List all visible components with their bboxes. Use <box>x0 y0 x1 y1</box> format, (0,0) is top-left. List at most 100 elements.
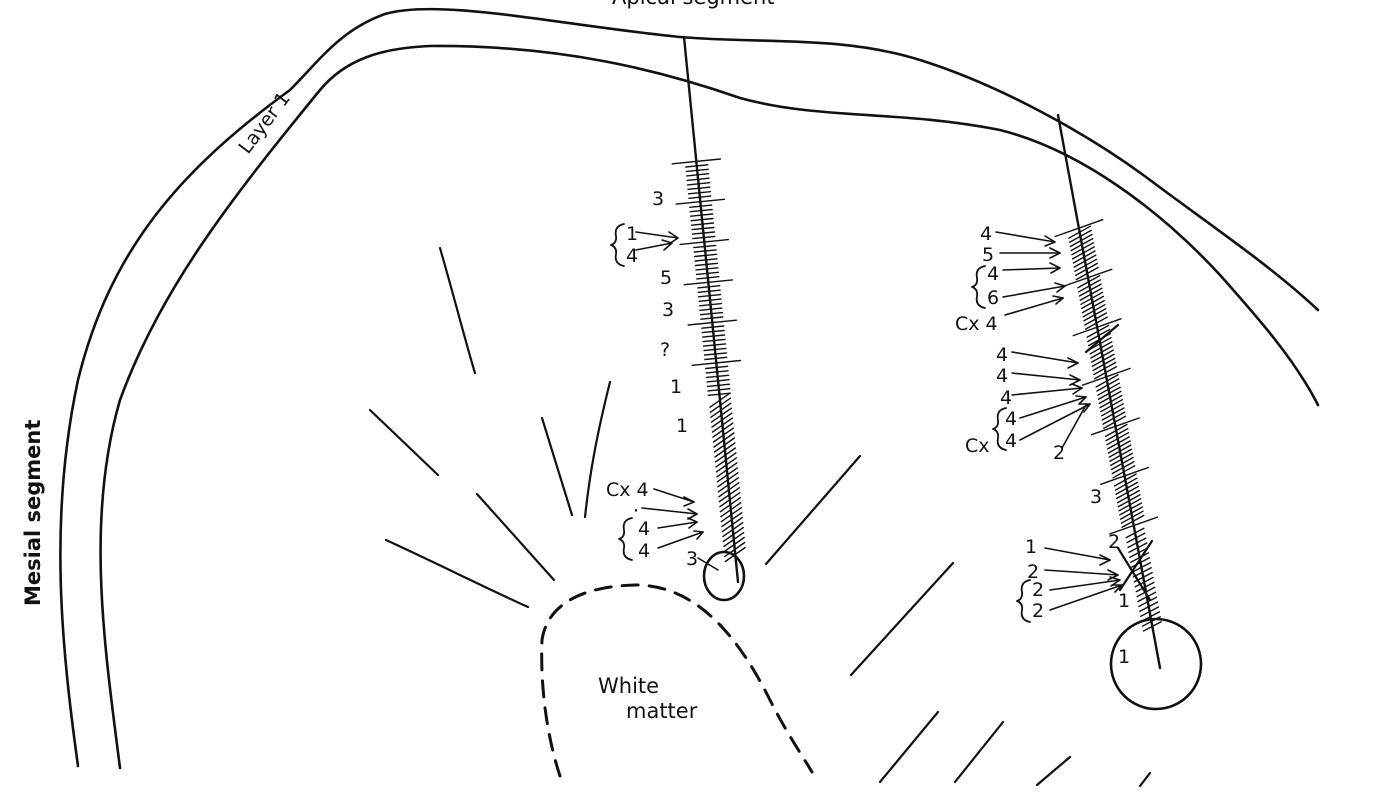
hatch-mark <box>1093 361 1117 376</box>
hatch-mark <box>1078 283 1102 297</box>
hatch-mark <box>711 412 733 428</box>
hatch-mark <box>1106 432 1130 446</box>
hatch-mark <box>1075 266 1099 281</box>
hatch-mark <box>718 487 740 503</box>
hatch-mark <box>691 359 742 366</box>
hatch-mark <box>1090 349 1115 363</box>
hatch-mark <box>724 541 746 558</box>
hatch-mark <box>1134 576 1154 588</box>
track-a-mark: 4 <box>638 518 650 540</box>
hatch-mark <box>687 190 712 195</box>
hatch-mark <box>717 477 739 493</box>
hatch-mark <box>697 285 721 289</box>
hatch-mark <box>1072 250 1096 264</box>
hatch-mark <box>1090 345 1114 359</box>
hatch-mark <box>1081 299 1105 314</box>
hatch-mark <box>1088 337 1112 351</box>
hatch-mark <box>702 338 726 343</box>
hatch-mark <box>1084 316 1108 330</box>
hatch-mark <box>685 168 709 173</box>
hatch-mark <box>1107 440 1131 454</box>
hatch-mark <box>1113 473 1137 487</box>
track-b-mark: 3 <box>1090 486 1102 508</box>
hatch-mark <box>696 276 720 280</box>
layer-1-boundary-line <box>99 44 1320 770</box>
hatch-mark <box>716 467 738 483</box>
hatch-mark <box>1081 295 1105 310</box>
hatch-mark <box>710 402 732 418</box>
hatch-mark <box>695 271 720 276</box>
hatch-mark <box>679 238 730 246</box>
hatch-mark <box>1135 581 1155 593</box>
hatch-mark <box>719 492 741 508</box>
hatch-mark <box>1074 258 1098 272</box>
hatch-mark <box>694 258 718 262</box>
hatch-mark <box>701 329 725 334</box>
hatch-mark <box>702 343 727 347</box>
hatch-mark <box>689 208 713 213</box>
hatch-mark <box>717 472 739 488</box>
track-a-mark: · <box>633 500 639 522</box>
hatch-mark <box>716 462 738 478</box>
label-white-matter-1: White <box>598 674 659 698</box>
track-b-mark: Cx 4 <box>955 313 998 335</box>
hatch-mark <box>685 164 709 168</box>
track-b-mark: 6 <box>987 287 999 309</box>
label-layer-1: Layer 1 <box>234 88 294 158</box>
hatch-mark <box>695 267 719 271</box>
hatch-mark <box>715 452 737 468</box>
hatch-mark <box>706 379 730 383</box>
hatch-mark <box>723 536 745 553</box>
hatch-mark <box>1115 481 1139 495</box>
hatch-mark <box>1141 616 1162 627</box>
track-b-mark: Cx <box>965 435 990 457</box>
hatch-mark <box>724 546 746 563</box>
hatch-mark <box>1140 606 1160 617</box>
hatch-mark <box>701 325 725 329</box>
hatch-mark <box>686 181 711 186</box>
track-a-mark: 1 <box>670 376 682 398</box>
electrode-track-b <box>1056 113 1162 670</box>
hatch-mark <box>705 370 729 374</box>
hatch-mark <box>1132 567 1152 578</box>
track-b-mark: 4 <box>1000 387 1012 409</box>
hatch-mark <box>700 316 724 320</box>
hatch-mark <box>1109 448 1133 462</box>
hatch-mark <box>1074 262 1099 277</box>
hatch-mark <box>707 392 731 396</box>
track-b-hatching <box>1054 218 1162 632</box>
hatch-mark <box>720 502 742 518</box>
hatch-mark <box>1095 374 1119 388</box>
hatch-mark <box>1129 547 1149 558</box>
hatch-mark <box>1111 461 1135 475</box>
hatch-mark <box>1089 341 1113 355</box>
hatch-mark <box>720 507 742 523</box>
hatch-mark <box>706 374 730 379</box>
hatch-mark <box>1121 514 1145 528</box>
hatch-mark <box>1054 218 1104 238</box>
hatch-mark <box>693 249 717 253</box>
hatch-mark <box>1097 382 1121 396</box>
track-b-mark: 1 <box>1118 590 1130 612</box>
hatch-mark <box>1097 386 1121 400</box>
track-b-mark: 4 <box>987 263 999 285</box>
hatch-mark <box>1116 489 1140 504</box>
hatch-mark <box>1128 542 1148 553</box>
hatch-mark <box>1083 308 1107 322</box>
hatch-mark <box>709 392 731 408</box>
hatch-mark <box>1098 390 1122 405</box>
hatch-mark <box>719 497 741 513</box>
hatch-mark <box>1086 324 1110 338</box>
hatch-mark <box>1106 436 1131 450</box>
track-b-mark: 1 <box>1118 646 1130 668</box>
hatch-mark <box>712 427 735 443</box>
hatch-mark <box>1109 516 1159 535</box>
fibre-lines <box>368 246 1152 788</box>
hatch-mark <box>1091 353 1115 367</box>
hatch-mark <box>691 231 716 235</box>
hatch-mark <box>1118 498 1142 512</box>
hatch-mark <box>687 186 711 191</box>
hatch-mark <box>703 347 727 352</box>
hatch-mark <box>694 253 718 258</box>
track-b-mark: 2 <box>1053 442 1065 464</box>
